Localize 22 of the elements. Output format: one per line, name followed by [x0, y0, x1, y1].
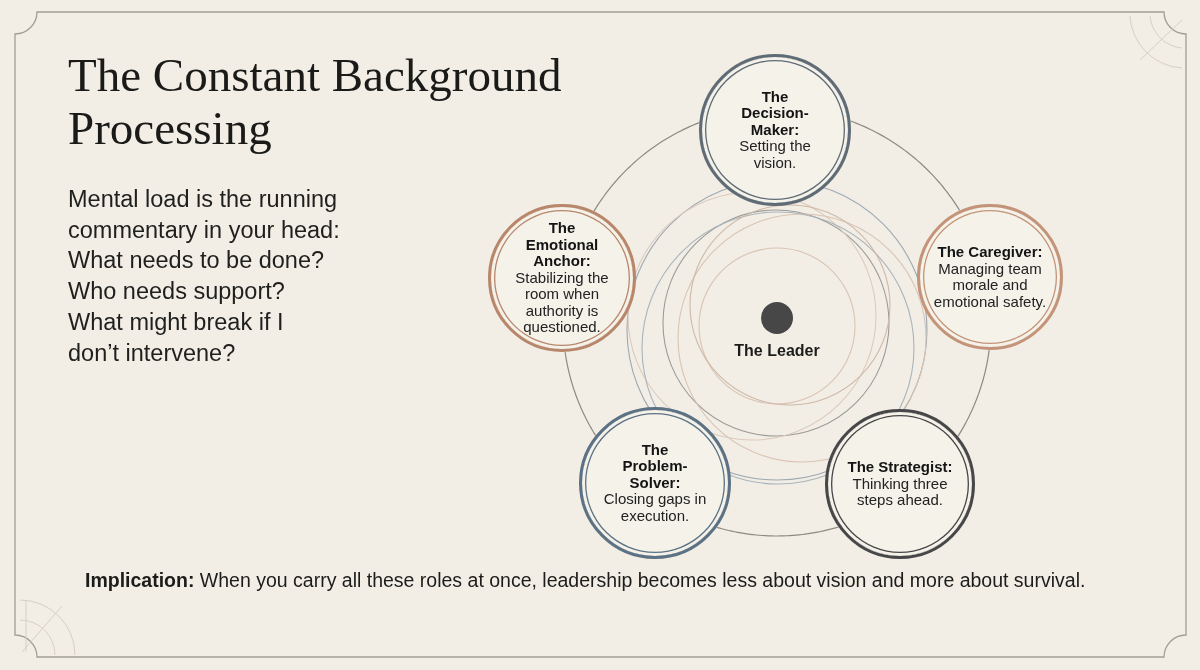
question-text: Who needs support? — [68, 277, 286, 307]
ring-arc — [849, 120, 961, 212]
role-heading: The Strategist: — [847, 459, 953, 476]
body-text: Mental load is the running commentary in your head: — [68, 185, 341, 245]
role-heading: The Caregiver: — [937, 244, 1043, 261]
ring-arc — [957, 349, 990, 437]
question-text: What might break if I don’t intervene? — [68, 307, 285, 368]
caption: Implication: When you carry all these roles at once, leadership becomes less about vision and more about survival. — [85, 568, 1086, 592]
role-heading: The Emotional Anchor: — [524, 220, 600, 270]
role-description: Managing team morale and emotional safety. — [932, 260, 1048, 310]
ring-arc — [593, 122, 700, 212]
ring-arc — [564, 351, 597, 437]
question-text: What needs to be done? — [68, 246, 326, 276]
center-label: The Leader — [734, 341, 820, 361]
ring-arc — [716, 526, 840, 537]
role-description: Stabilizing the room when authority is questioned. — [514, 269, 610, 336]
role-description: Thinking three steps ahead. — [851, 475, 948, 509]
role-heading: The Problem-Solver: — [621, 441, 689, 492]
role-description: Closing gaps in execution. — [602, 491, 708, 525]
role-description: Setting the vision. — [738, 138, 812, 172]
role-heading: The Decision-Maker: — [740, 88, 810, 139]
title: The Constant Background Processing — [68, 49, 563, 155]
